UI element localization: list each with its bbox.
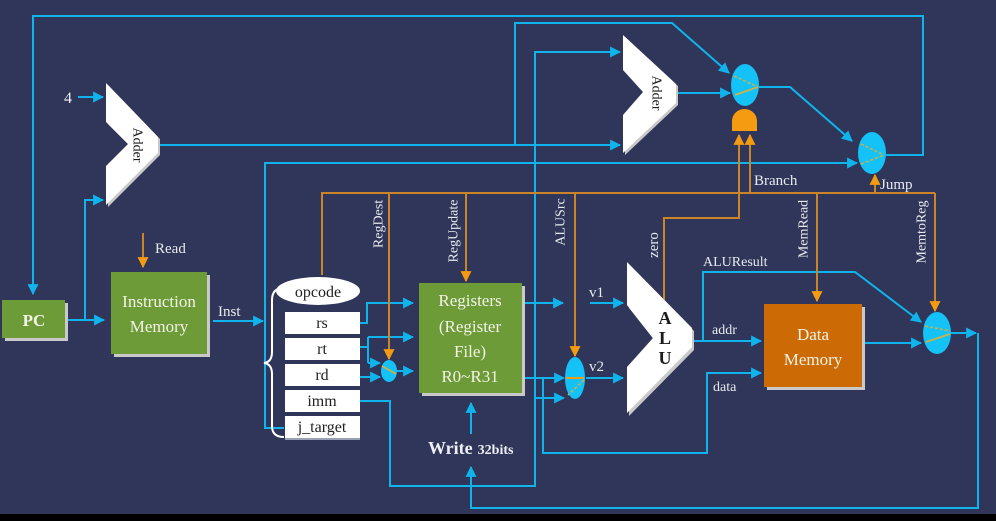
field-rt-label: rt <box>317 341 327 358</box>
branch-label: Branch <box>754 173 798 189</box>
alu-letter-u: U <box>659 348 672 368</box>
wire-zero <box>663 133 745 300</box>
regdest-mux <box>381 360 397 382</box>
wire-pc-feedback <box>27 15 924 296</box>
instruction-memory-block: Instruction Memory <box>111 272 210 357</box>
alu-block: A L U <box>627 262 694 416</box>
alu-letter-a: A <box>659 308 672 328</box>
adder-branch-label: Adder <box>649 76 664 111</box>
data-memory-block: Data Memory <box>764 304 865 390</box>
adder-branch: Adder <box>623 35 678 155</box>
instruction-memory-line-1: Instruction <box>122 292 196 311</box>
v2-label: v2 <box>589 359 604 375</box>
data-label: data <box>713 380 737 395</box>
wire-pc-plus4-to-branch-mux <box>514 22 730 145</box>
v1-label: v1 <box>589 285 604 301</box>
field-j-target-label: j_target <box>297 419 347 436</box>
write-width-text: 32bits <box>478 443 514 458</box>
memread-label: MemRead <box>797 200 812 258</box>
registers-line-4: R0~R31 <box>441 367 498 386</box>
regdest-label: RegDest <box>372 200 387 248</box>
addr-label: addr <box>712 323 737 338</box>
wire-j-target <box>264 157 859 429</box>
field-rd: rd <box>285 364 360 386</box>
field-rd-label: rd <box>315 367 328 384</box>
jump-mux <box>858 132 886 174</box>
pc-label: PC <box>23 311 46 330</box>
field-rs: rs <box>285 312 360 334</box>
write-label: Write 32bits <box>428 438 514 458</box>
branch-mux <box>731 64 759 106</box>
adder-pc: Adder <box>106 83 160 207</box>
read-label: Read <box>155 241 186 257</box>
registers-line-3: File) <box>454 342 486 361</box>
bottom-bar <box>0 514 996 521</box>
registers-block: Registers (Register File) R0~R31 <box>419 283 525 396</box>
wire-branch-mux-out <box>759 86 853 142</box>
alu-letter-l: L <box>659 328 671 348</box>
field-rt: rt <box>285 338 360 360</box>
wire-data <box>542 367 763 454</box>
constant-four-label: 4 <box>64 90 72 107</box>
registers-line-2: (Register <box>439 317 502 336</box>
wire-control-bus <box>321 192 935 275</box>
data-memory-line-2: Memory <box>784 350 843 369</box>
data-memory-line-1: Data <box>797 325 830 344</box>
write-label-text: Write <box>428 438 473 458</box>
field-j-target: j_target <box>285 416 360 440</box>
alu-result-label: ALUResult <box>703 255 768 270</box>
adder-pc-label: Adder <box>130 128 145 163</box>
wire-writeback <box>465 333 979 509</box>
field-imm: imm <box>285 390 360 412</box>
wire-imm-to-adder <box>360 46 622 487</box>
instruction-memory-line-2: Memory <box>130 317 189 336</box>
jump-label: Jump <box>880 177 913 193</box>
field-brace <box>263 287 285 438</box>
registers-line-1: Registers <box>438 291 501 310</box>
zero-label: zero <box>646 232 662 258</box>
alusrc-mux <box>565 357 585 399</box>
and-gate <box>732 109 757 131</box>
field-opcode-label: opcode <box>295 284 341 301</box>
field-rs-label: rs <box>316 315 328 332</box>
wire-pc-to-adder <box>84 194 105 320</box>
memtoreg-label: MemtoReg <box>915 201 930 264</box>
wire-alu-result <box>702 271 922 341</box>
memtoreg-mux <box>923 312 951 354</box>
field-opcode: opcode <box>276 277 360 305</box>
pc-block: PC <box>2 300 68 341</box>
field-imm-label: imm <box>307 393 337 410</box>
regupdate-label: RegUpdate <box>447 200 462 263</box>
wire-rt <box>360 337 369 363</box>
alusrc-label: ALUSrc <box>554 198 569 245</box>
inst-label: Inst <box>218 304 241 320</box>
